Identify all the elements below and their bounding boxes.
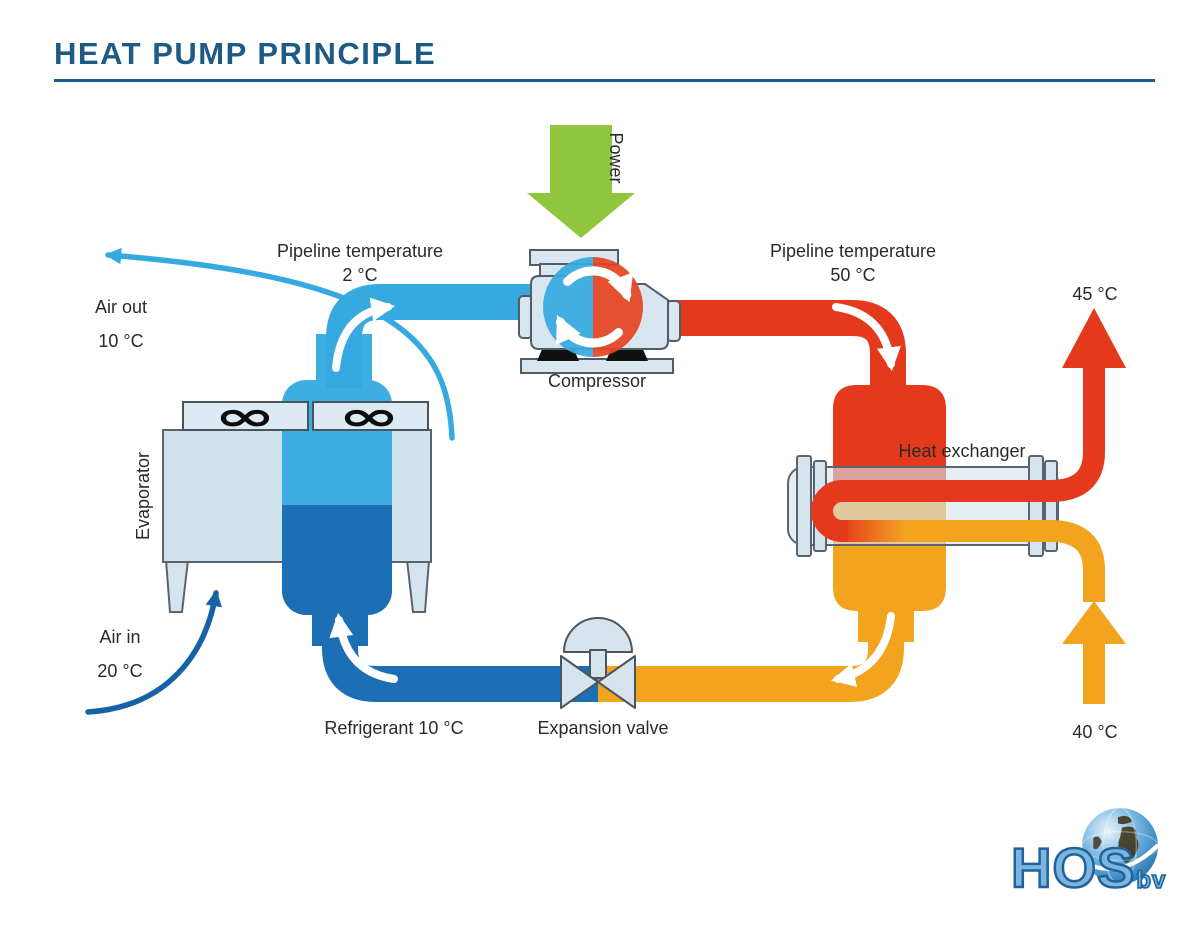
compressor-unit xyxy=(518,249,681,374)
water-in-temp-label: 40 °C xyxy=(1072,722,1117,742)
valve-triangle xyxy=(597,655,636,709)
heat-exchanger-unit xyxy=(787,385,1059,611)
valve-triangle xyxy=(560,655,599,709)
fan-housing xyxy=(312,401,429,431)
compressor-cycle-arrow xyxy=(563,266,634,303)
water-out-temp-label: 45 °C xyxy=(1072,284,1117,304)
hx-flange xyxy=(796,455,812,557)
company-logo: HOS bv xyxy=(1005,805,1175,910)
flow-arrow-cold-gas xyxy=(332,297,396,372)
power-label: Power xyxy=(606,132,626,183)
flow-arrow-cold-liquid xyxy=(329,612,398,683)
page-title: HEAT PUMP PRINCIPLE xyxy=(54,36,437,71)
valve-stem xyxy=(589,649,607,679)
fan-icon: ∞ xyxy=(214,394,276,440)
fan-housing xyxy=(182,401,309,431)
evaporator-leg xyxy=(164,559,190,613)
logo-text: HOS bv xyxy=(1010,836,1167,899)
evaporator-label: Evaporator xyxy=(133,452,153,540)
water-out-arrow xyxy=(1049,308,1126,502)
pipeline-temp-left-line1: Pipeline temperature xyxy=(277,241,443,261)
air-in-label-line1: Air in xyxy=(99,627,140,647)
power-arrow xyxy=(527,125,635,238)
flow-arrow-hot-gas xyxy=(832,303,901,372)
air-out-label-line2: 10 °C xyxy=(98,331,143,351)
pipeline-temp-right-line1: Pipeline temperature xyxy=(770,241,936,261)
pipeline-temp-right-line2: 50 °C xyxy=(830,265,875,285)
water-in-arrow xyxy=(1049,520,1126,704)
valve-dome xyxy=(563,617,633,653)
globe-icon xyxy=(1081,807,1159,885)
tank-cold-gas xyxy=(282,380,392,505)
tank-cold-liquid xyxy=(282,505,392,615)
heat-exchanger-label: Heat exchanger xyxy=(898,441,1025,461)
power-arrowhead xyxy=(527,193,635,238)
water-out-arrowhead xyxy=(1062,308,1126,368)
evaporator-tank xyxy=(282,380,392,615)
logo-suffix-text: bv xyxy=(1136,866,1167,894)
pipeline-temp-left-line2: 2 °C xyxy=(342,265,377,285)
evaporator-unit: ∞ ∞ xyxy=(162,380,432,615)
title-underline xyxy=(54,79,1155,82)
compressor-cycle-arrow xyxy=(555,314,623,348)
expansion-valve-label: Expansion valve xyxy=(537,718,668,738)
refrigerant-label: Refrigerant 10 °C xyxy=(324,718,463,738)
air-out-label-line1: Air out xyxy=(95,297,147,317)
pipe-cold-liquid xyxy=(322,630,602,702)
expansion-valve-unit xyxy=(560,617,636,709)
air-in-arrow xyxy=(85,589,222,715)
water-in-arrowhead xyxy=(1062,601,1126,644)
hx-inner-pipe-hot xyxy=(811,480,1054,542)
compressor-label: Compressor xyxy=(548,371,646,391)
air-in-label-line2: 20 °C xyxy=(97,661,142,681)
flow-arrow-warm-liquid xyxy=(830,612,895,687)
compressor-base xyxy=(520,358,674,374)
fan-icon: ∞ xyxy=(338,394,400,440)
evaporator-leg xyxy=(405,559,431,613)
logo-main-text: HOS xyxy=(1010,836,1136,899)
